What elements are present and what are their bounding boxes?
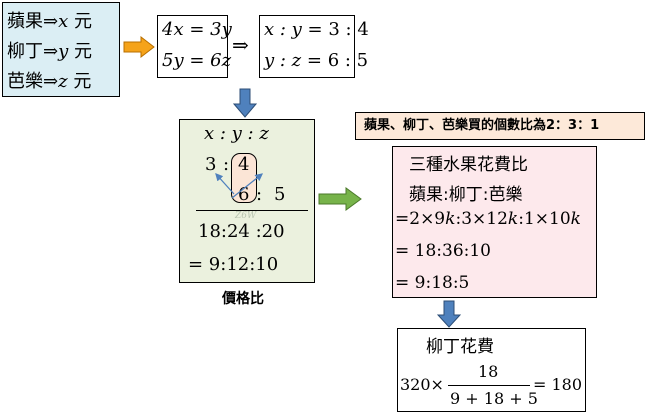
price-row1-colon: : [223, 154, 230, 175]
orange-cost-title: 柳丁花費 [426, 337, 494, 357]
arrow-right-icon [318, 187, 362, 211]
orange-cost-result: = 180 [533, 375, 583, 394]
orange-cost-denominator: 9 + 18 + 5 [450, 389, 538, 408]
price-ratio-box: x : y : z 3 : 4 6 : 5 Z6W 18:24 :20 = 9:… [179, 119, 315, 283]
equation-1: 4x = 3y [162, 19, 232, 40]
implies-icon: ⇒ [232, 33, 249, 57]
arrow-down-icon [233, 88, 257, 118]
price-row2-a: 6 [238, 184, 250, 205]
definition-guava: 芭樂⇒z 元 [7, 71, 92, 92]
cost-ratio-box: 三種水果花費比 蘋果:柳丁:芭樂 =2×9k:3×12k:1×10k = 18:… [392, 146, 597, 298]
arrow-down-icon [437, 300, 461, 328]
definition-apple: 蘋果⇒x 元 [7, 11, 92, 32]
price-combined: 18:24 :20 [198, 221, 285, 242]
price-divider [196, 210, 308, 211]
price-row1-a: 3 [205, 154, 217, 175]
ratios-box: x : y = 3 : 4 y : z = 6 : 5 [259, 15, 369, 78]
ratio-y-z: y : z = 6 : 5 [264, 50, 369, 71]
price-row2-b: 5 [274, 184, 286, 205]
watermark: Z6W [235, 211, 257, 221]
cost-header: 蘋果:柳丁:芭樂 [409, 185, 523, 205]
cross-multiply-arrows-icon [215, 173, 264, 199]
orange-cost-box: 柳丁花費 320× 18 9 + 18 + 5 = 180 [397, 328, 586, 412]
note-box: 蘋果、柳丁、芭樂買的個數比為2：3：1 [355, 112, 645, 140]
price-caption: 價格比 [222, 291, 264, 307]
cost-line2: = 18:36:10 [395, 241, 491, 261]
orange-cost-fraction-bar [448, 385, 530, 386]
cost-line3: = 9:18:5 [395, 273, 470, 293]
given-equations-box: 4x = 3y 5y = 6z [157, 15, 232, 78]
price-row2-colon: : [256, 184, 263, 205]
orange-cost-lhs: 320× [400, 375, 444, 394]
equation-2: 5y = 6z [162, 50, 232, 71]
definitions-box: 蘋果⇒x 元 柳丁⇒y 元 芭樂⇒z 元 [2, 2, 120, 97]
cost-title: 三種水果花費比 [409, 155, 528, 175]
price-simplified: = 9:12:10 [188, 254, 279, 275]
arrow-right-icon [123, 36, 155, 58]
price-header: x : y : z [204, 123, 269, 144]
orange-cost-numerator: 18 [478, 362, 499, 381]
definition-orange: 柳丁⇒y 元 [7, 41, 92, 62]
cost-line1: =2×9k:3×12k:1×10k [395, 209, 581, 229]
ratio-x-y: x : y = 3 : 4 [264, 19, 369, 40]
price-row1-b: 4 [238, 154, 250, 175]
